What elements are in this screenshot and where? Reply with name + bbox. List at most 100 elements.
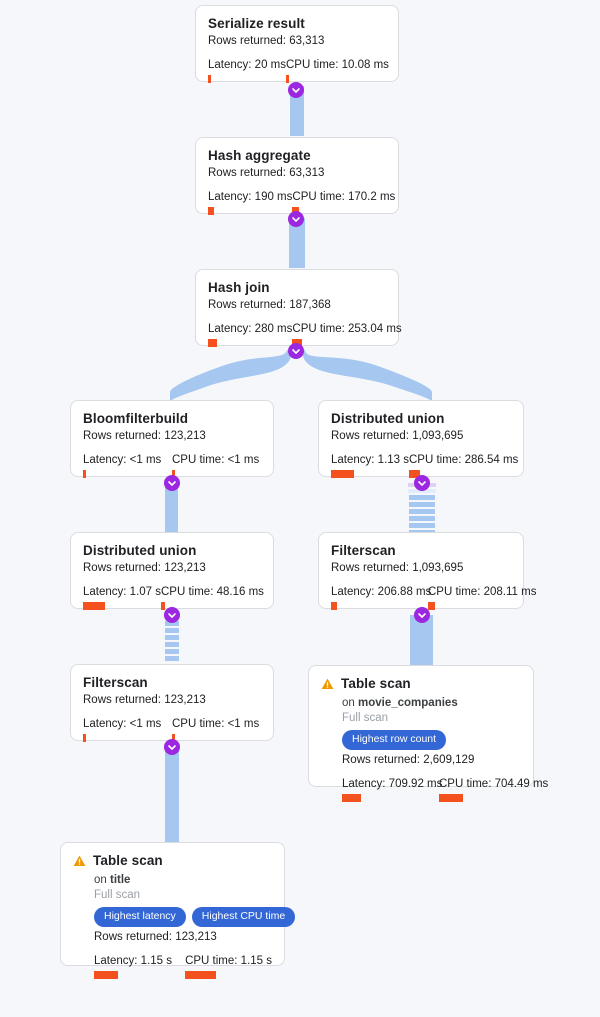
plan-node-hash-aggregate[interactable]: Hash aggregate Rows returned: 63,313 Lat…: [195, 137, 399, 215]
node-badges: Highest latency Highest CPU time: [94, 907, 296, 927]
node-metrics: Latency: 1.13 s CPU time: 286.54 ms: [331, 453, 518, 478]
rows-returned: Rows returned: 1,093,695: [331, 562, 464, 574]
cpu-metric: CPU time: 208.11 ms: [428, 585, 536, 610]
node-header: Table scan: [321, 675, 521, 695]
warning-triangle-glyph: [73, 855, 86, 866]
node-metrics: Latency: 709.92 ms CPU time: 704.49 ms: [342, 777, 548, 802]
node-body: Rows returned: 1,093,695 Latency: 206.88…: [331, 561, 536, 610]
node-title: Filterscan: [331, 543, 396, 558]
plan-node-serialize-result[interactable]: Serialize result Rows returned: 63,313 L…: [195, 5, 399, 83]
cpu-bar: [172, 734, 175, 742]
latency-label: Latency: 280 ms: [208, 323, 293, 335]
cpu-bar: [172, 470, 175, 478]
latency-bar: [208, 75, 211, 83]
rows-returned: Rows returned: 63,313: [208, 167, 325, 179]
cpu-label: CPU time: 48.16 ms: [161, 586, 264, 598]
chevron-glyph: [418, 613, 426, 618]
node-header: Filterscan: [83, 674, 261, 691]
latency-metric: Latency: <1 ms: [83, 453, 172, 478]
node-body: Rows returned: 63,313 Latency: 20 ms CPU…: [208, 34, 389, 83]
cpu-bar: [161, 602, 165, 610]
chevron-down-icon-filterscan-right[interactable]: [414, 607, 430, 623]
cpu-metric: CPU time: 704.49 ms: [439, 777, 548, 802]
latency-bar: [83, 470, 86, 478]
plan-node-filterscan-left[interactable]: Filterscan Rows returned: 123,213 Latenc…: [70, 664, 274, 742]
node-metrics: Latency: <1 ms CPU time: <1 ms: [83, 717, 261, 742]
cpu-metric: CPU time: 10.08 ms: [286, 58, 389, 83]
cpu-label: CPU time: 208.11 ms: [428, 586, 537, 598]
chevron-down-icon-distributed-union-left[interactable]: [164, 607, 180, 623]
node-header: Table scan: [73, 852, 272, 872]
node-metrics: Latency: 1.07 s CPU time: 48.16 ms: [83, 585, 264, 610]
rows-returned: Rows returned: 123,213: [83, 430, 206, 442]
latency-metric: Latency: 20 ms: [208, 58, 286, 83]
latency-bar: [208, 339, 217, 347]
plan-node-distributed-union-right[interactable]: Distributed union Rows returned: 1,093,6…: [318, 400, 524, 478]
latency-metric: Latency: <1 ms: [83, 717, 172, 742]
rows-returned: Rows returned: 63,313: [208, 35, 325, 47]
latency-bar: [331, 470, 354, 478]
plan-node-distributed-union-left[interactable]: Distributed union Rows returned: 123,213…: [70, 532, 274, 610]
node-header: Filterscan: [331, 542, 511, 559]
node-title: Table scan: [341, 676, 411, 691]
latency-label: Latency: 20 ms: [208, 59, 286, 71]
chevron-down-icon-hash-join[interactable]: [288, 343, 304, 359]
node-title: Bloomfilterbuild: [83, 411, 189, 426]
node-header: Serialize result: [208, 15, 386, 32]
chevron-down-icon-bloomfilterbuild[interactable]: [164, 475, 180, 491]
chevron-glyph: [168, 745, 176, 750]
scan-target: on title: [94, 874, 131, 886]
node-title: Filterscan: [83, 675, 148, 690]
node-title: Table scan: [93, 853, 163, 868]
rows-returned: Rows returned: 123,213: [94, 931, 217, 943]
latency-label: Latency: 1.15 s: [94, 955, 172, 967]
latency-label: Latency: 1.13 s: [331, 454, 409, 466]
cpu-label: CPU time: 253.04 ms: [292, 323, 402, 335]
plan-node-hash-join[interactable]: Hash join Rows returned: 187,368 Latency…: [195, 269, 402, 347]
plan-node-table-scan-title[interactable]: Table scan on title Full scan Highest la…: [60, 842, 296, 979]
status-badge-cpu[interactable]: Highest CPU time: [191, 907, 296, 927]
table-name: movie_companies: [358, 697, 458, 709]
latency-label: Latency: 1.07 s: [83, 586, 161, 598]
cpu-metric: CPU time: <1 ms: [172, 453, 259, 478]
cpu-metric: CPU time: 1.15 s: [185, 954, 272, 979]
cpu-bar: [286, 75, 289, 83]
node-header: Hash join: [208, 279, 386, 296]
cpu-label: CPU time: 286.54 ms: [409, 454, 519, 466]
node-body: Rows returned: 123,213 Latency: <1 ms CP…: [83, 429, 261, 478]
scan-type: Full scan: [94, 889, 141, 901]
latency-metric: Latency: 206.88 ms: [331, 585, 431, 610]
cpu-bar: [185, 971, 217, 979]
chevron-down-icon-distributed-union-right[interactable]: [414, 475, 430, 491]
cpu-label: CPU time: <1 ms: [172, 718, 260, 730]
latency-bar: [83, 602, 105, 610]
chevron-down-icon-hash-aggregate[interactable]: [288, 211, 304, 227]
cpu-bar: [409, 470, 420, 478]
edge-hash-join-to-bloomfilterbuild-body: [170, 350, 292, 402]
plan-node-filterscan-right[interactable]: Filterscan Rows returned: 1,093,695 Late…: [318, 532, 536, 610]
table-name: title: [110, 874, 131, 886]
plan-node-table-scan-movie-companies[interactable]: Table scan on movie_companies Full scan …: [308, 665, 548, 802]
node-body: Rows returned: 63,313 Latency: 190 ms CP…: [208, 166, 395, 215]
chevron-glyph: [292, 88, 300, 93]
rows-returned: Rows returned: 123,213: [83, 694, 206, 706]
latency-bar: [342, 794, 361, 802]
chevron-down-icon-serialize[interactable]: [288, 82, 304, 98]
latency-metric: Latency: 1.13 s: [331, 453, 409, 478]
latency-label: Latency: 190 ms: [208, 191, 293, 203]
status-badge-latency[interactable]: Highest latency: [94, 907, 186, 927]
cpu-label: CPU time: 704.49 ms: [439, 778, 549, 790]
status-badge[interactable]: Highest row count: [342, 730, 447, 750]
rows-returned: Rows returned: 2,609,129: [342, 754, 475, 766]
edge-hash-join-to-bloomfilterbuild: [172, 350, 291, 400]
node-body: Rows returned: 1,093,695 Latency: 1.13 s…: [331, 429, 518, 478]
latency-metric: Latency: 1.15 s: [94, 954, 185, 979]
latency-bar: [208, 207, 214, 215]
chevron-down-icon-filterscan-left[interactable]: [164, 739, 180, 755]
node-body: Rows returned: 187,368 Latency: 280 ms C…: [208, 298, 402, 347]
node-header: Distributed union: [83, 542, 261, 559]
node-body: on title Full scan Highest latency Highe…: [73, 873, 296, 979]
cpu-label: CPU time: 1.15 s: [185, 955, 272, 967]
plan-node-bloomfilterbuild[interactable]: Bloomfilterbuild Rows returned: 123,213 …: [70, 400, 274, 478]
